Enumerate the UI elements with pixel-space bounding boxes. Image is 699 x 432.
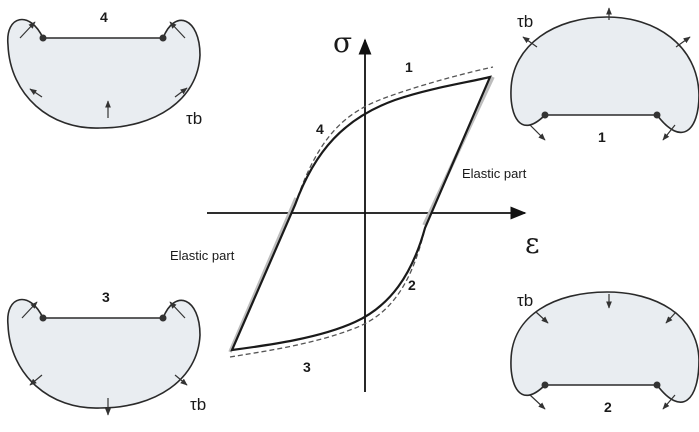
curve-label-4: 4 bbox=[316, 121, 324, 137]
loop-1-stress-label: τb bbox=[517, 12, 533, 31]
loop-3-stress-label: τb bbox=[190, 395, 206, 414]
stress-axis-label: σ bbox=[333, 26, 352, 59]
loop-1-number: 1 bbox=[598, 129, 606, 145]
loop-2-stress-label: τb bbox=[517, 291, 533, 310]
curve-label-3: 3 bbox=[303, 359, 311, 375]
elastic-part-left-line bbox=[230, 198, 296, 352]
dislocation-loop-2: 2 τb bbox=[511, 291, 699, 415]
elastic-part-label-right: Elastic part bbox=[462, 166, 527, 181]
dislocation-loop-1: 1 τb bbox=[511, 8, 699, 145]
curve-label-2: 2 bbox=[408, 277, 416, 293]
dislocation-loop-3: 3 τb bbox=[8, 289, 206, 415]
loop-3-number: 3 bbox=[102, 289, 110, 305]
curve-label-1: 1 bbox=[405, 59, 413, 75]
dashed-lower-curve bbox=[230, 228, 425, 357]
dislocation-loop-4: 4 τb bbox=[8, 9, 202, 128]
elastic-part-label-left: Elastic part bbox=[170, 248, 235, 263]
loop-2-number: 2 bbox=[604, 399, 612, 415]
loop-4-stress-label: τb bbox=[186, 109, 202, 128]
dashed-upper-curve bbox=[295, 67, 493, 205]
loop-4-number: 4 bbox=[100, 9, 108, 25]
stress-strain-plot: σ ε 1 2 3 4 Elastic part Elastic part bbox=[170, 26, 540, 392]
strain-axis-label: ε bbox=[525, 227, 540, 260]
